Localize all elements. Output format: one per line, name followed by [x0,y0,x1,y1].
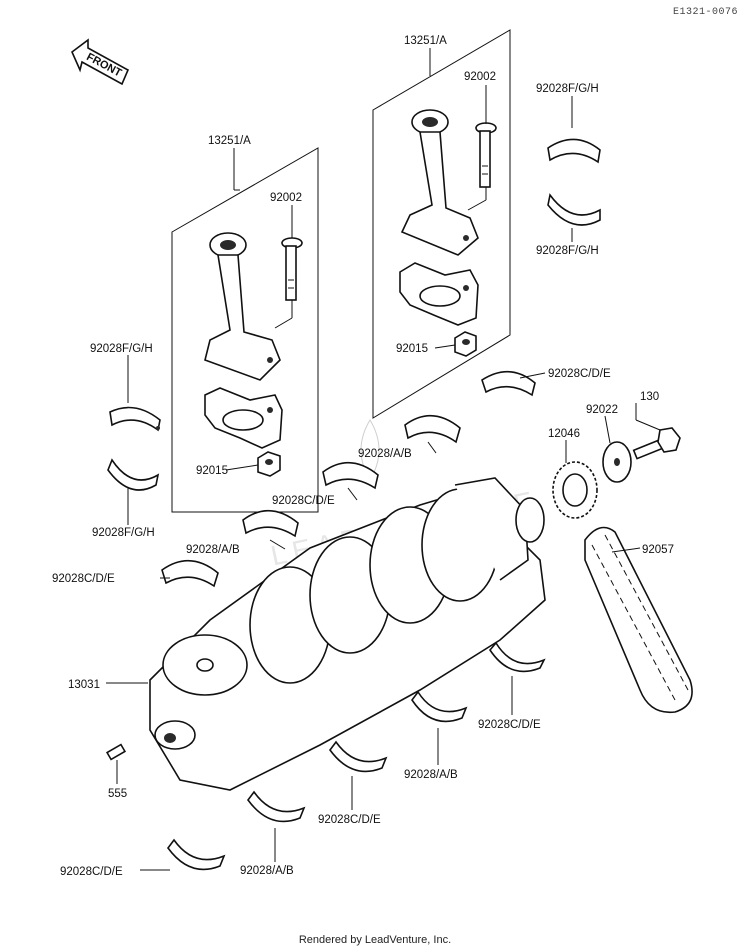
label-bolt-right: 92002 [464,71,496,83]
washer [602,441,632,483]
label-bearing-ab-1: 92028/A/B [358,448,412,460]
label-bearing-fgh-tr: 92028F/G/H [536,83,599,95]
rod-nut-left [257,451,281,477]
cam-chain [584,526,693,714]
callout-labels: 13251/A 13251/A 92002 92002 92015 92015 … [52,35,674,878]
label-nut-right: 92015 [396,343,428,355]
front-arrow-icon: FRONT [71,38,130,86]
footer-credit: Rendered by LeadVenture, Inc. [298,934,452,946]
label-bolt-130: 130 [640,391,659,403]
label-bearing-cde-6: 92028C/D/E [60,866,123,878]
crankshaft [149,477,546,791]
drawing-number: E1321-0076 [672,7,738,18]
label-rod-right: 13251/A [404,35,447,47]
rod-nut-right [454,331,477,357]
label-bearing-ab-4: 92028/A/B [240,865,294,877]
label-crankshaft: 13031 [68,679,100,691]
bearing-shell-2 [404,414,461,444]
label-bearing-cde-4: 92028C/D/E [478,719,541,731]
leader-lines [106,85,661,871]
label-bearing-cde-3: 92028C/D/E [52,573,115,585]
label-bearing-cde-r1: 92028C/D/E [548,368,611,380]
bearing-shell-9 [247,790,306,823]
connecting-rod-left [204,232,283,449]
label-bearing-ab-3: 92028/A/B [404,769,458,781]
rod-panel-right [372,29,511,419]
bearing-shell-7 [411,690,468,723]
cam-sprocket [552,461,598,519]
label-bearing-ab-2: 92028/A/B [186,544,240,556]
label-washer: 92022 [586,404,618,416]
bearing-shell-3 [322,461,379,490]
label-rod-left: 13251/A [208,135,251,147]
label-bolt-left: 92002 [270,192,302,204]
label-bearing-fgh-tl: 92028F/G/H [90,343,153,355]
crank-pin [105,743,127,761]
label-chain: 92057 [642,544,674,556]
label-sprocket: 12046 [548,428,580,440]
bearing-shell-8 [329,740,388,773]
label-bearing-fgh-bl: 92028F/G/H [92,527,155,539]
bearing-shell-bl [107,458,160,491]
bearing-shell-r1 [481,370,536,397]
label-pin: 555 [108,788,127,800]
bearing-shell-5 [161,559,219,588]
label-bearing-cde-5: 92028C/D/E [318,814,381,826]
bearing-shell-10 [167,838,226,871]
label-bearing-cde-2: 92028C/D/E [272,495,335,507]
rod-panel-left [171,147,319,513]
bearing-shell-tl [109,406,161,432]
label-bearing-fgh-br: 92028F/G/H [536,245,599,257]
label-nut-left: 92015 [196,465,228,477]
bearing-shell-4 [242,509,299,538]
bearing-shell-br [547,193,601,226]
sprocket-bolt [632,427,681,460]
bearing-shell-tr [547,138,601,164]
rod-bolt-right [475,122,497,188]
rod-bolt-left [281,237,303,301]
bearing-shell-6 [488,641,546,673]
connecting-rod-right [399,109,479,326]
